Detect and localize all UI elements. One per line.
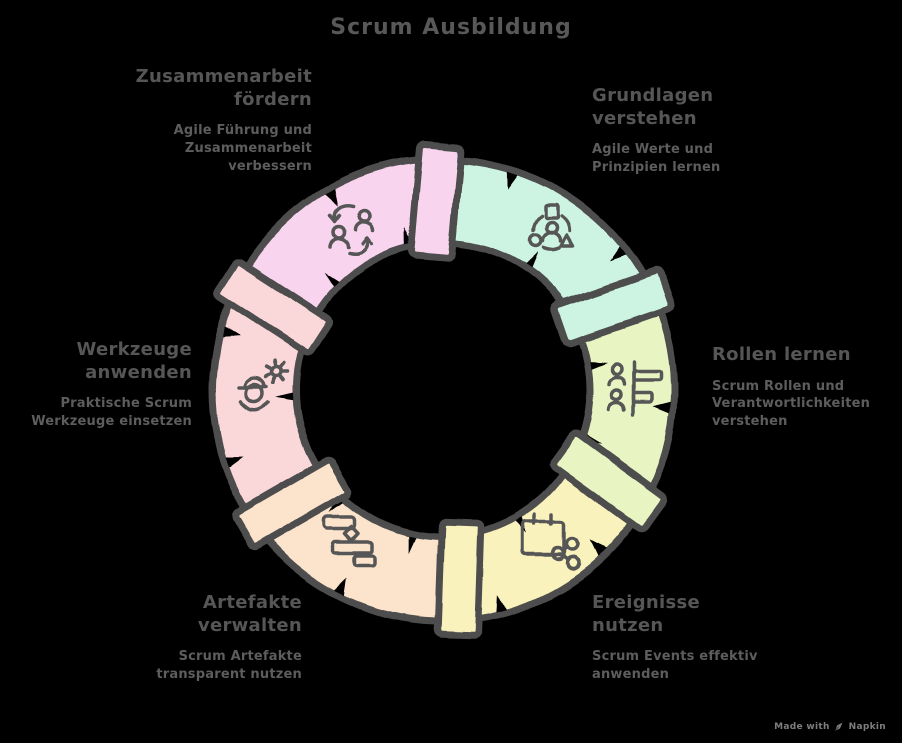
napkin-credit: Made with Napkin	[774, 721, 886, 732]
sketch-tick	[334, 578, 348, 596]
segment-description: Scrum Artefakte transparent nutzen	[156, 649, 302, 682]
sketch-tick	[324, 189, 338, 208]
band-grundlagen-verstehen	[551, 267, 675, 347]
sketch-tick	[590, 361, 608, 369]
band-artefakte-verwalten	[231, 456, 353, 551]
sketch-tick	[590, 541, 606, 558]
band-ereignisse-nutzen	[434, 518, 485, 639]
sketch-tick	[653, 401, 671, 413]
segment-heading: Grundlagen verstehen	[592, 85, 714, 129]
band-werkzeuge-anwenden	[213, 258, 333, 356]
napkin-brand-label: Napkin	[848, 721, 886, 732]
segment-heading: Ereignisse nutzen	[592, 592, 701, 636]
segment-description: Scrum Rollen und Verantwortlichkeiten ve…	[712, 378, 871, 430]
sketch-tick	[276, 392, 294, 400]
segment-heading: Artefakte verwalten	[197, 592, 302, 636]
made-with-label: Made with	[774, 721, 830, 732]
person-shapes-icon	[527, 203, 575, 252]
sketch-tick	[224, 455, 243, 467]
segment-label-ereignisse-nutzen: Ereignisse nutzen Scrum Events effektiv …	[592, 592, 842, 684]
band-zusammenarbeit-foerdern	[408, 140, 465, 262]
junction-bands	[213, 140, 675, 639]
band-rollen-lernen	[549, 430, 667, 533]
sketch-tick	[609, 245, 627, 261]
segment-heading: Rollen lernen	[712, 344, 851, 365]
diagram-title: Scrum Ausbildung	[330, 15, 572, 40]
segment-heading: Zusammenarbeit fördern	[135, 66, 312, 110]
segment-label-werkzeuge-anwenden: Werkzeuge anwenden Praktische Scrum Werk…	[2, 339, 192, 431]
segment-label-artefakte-verwalten: Artefakte verwalten Scrum Artefakte tran…	[42, 592, 302, 684]
stacked-blocks-icon	[323, 515, 377, 568]
segment-description: Agile Führung und Zusammenarbeit verbess…	[173, 123, 312, 174]
segment-icons	[237, 203, 663, 571]
segment-label-rollen-lernen: Rollen lernen Scrum Rollen und Verantwor…	[712, 344, 898, 431]
segment-label-grundlagen-verstehen: Grundlagen verstehen Agile Werte und Pri…	[592, 85, 832, 177]
sketch-tick	[507, 171, 518, 190]
segment-label-zusammenarbeit-foerdern: Zusammenarbeit fördern Agile Führung und…	[32, 66, 312, 176]
sketch-tick	[496, 593, 508, 612]
segment-description: Agile Werte und Prinzipien lernen	[592, 142, 721, 175]
people-list-icon	[607, 360, 663, 416]
person-gear-icon	[237, 359, 289, 412]
sketch-tick	[221, 326, 239, 338]
pen-icon	[834, 722, 843, 731]
sketch-tick	[524, 252, 538, 269]
people-sync-icon	[328, 204, 375, 256]
segment-description: Praktische Scrum Werkzeuge einsetzen	[31, 396, 192, 429]
calendar-share-icon	[521, 513, 581, 571]
segment-description: Scrum Events effektiv anwenden	[592, 649, 758, 682]
sketch-tick	[407, 535, 415, 554]
segment-heading: Werkzeuge anwenden	[76, 339, 192, 383]
sketch-tick	[324, 272, 339, 288]
